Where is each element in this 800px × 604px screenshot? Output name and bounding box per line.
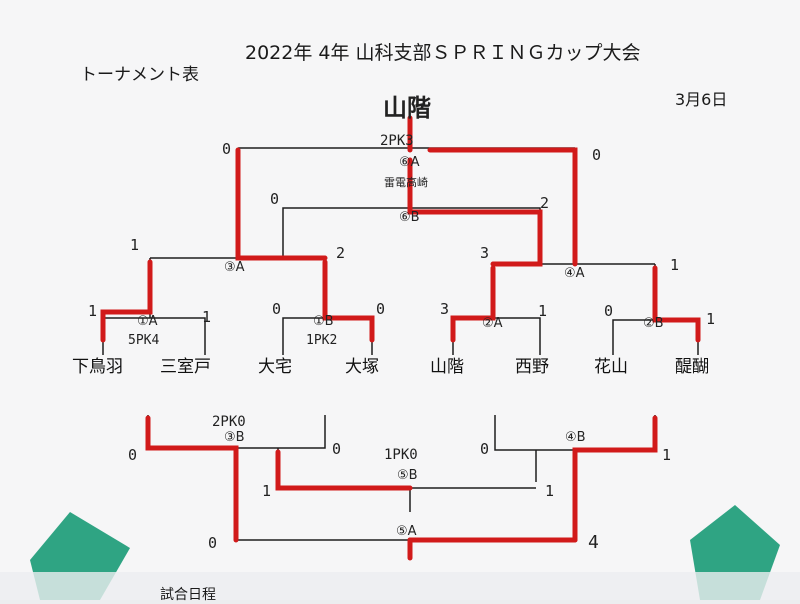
match-label-6b: ⑥B <box>399 210 420 225</box>
score-3b-right: 0 <box>332 440 342 458</box>
sheet-date: 3月6日 <box>675 90 728 109</box>
match-label-5a: ⑤A <box>396 524 417 539</box>
score-1a-left: 1 <box>88 302 98 320</box>
score-5a-right: 4 <box>588 532 599 553</box>
note-6a: 雷電高崎 <box>384 176 428 189</box>
team-7: 花山 <box>594 357 628 377</box>
pk-1a: 5PK4 <box>128 333 160 348</box>
paper-edge <box>0 572 800 600</box>
score-4b-right: 1 <box>662 446 672 464</box>
match-label-1a: ①A <box>137 314 158 329</box>
match-label-1b: ①B <box>313 314 334 329</box>
score-6a-right: 0 <box>592 146 602 164</box>
match-label-3a: ③A <box>224 260 245 275</box>
score-6b-left: 0 <box>270 190 280 208</box>
score-3a-left: 1 <box>130 236 140 254</box>
score-6b-right: 2 <box>540 194 550 212</box>
score-3b-left: 0 <box>128 446 138 464</box>
team-3: 大宅 <box>258 357 292 377</box>
pk-6a: 2PK3 <box>380 133 414 149</box>
team-6: 西野 <box>515 357 549 377</box>
match-label-6a: ⑥A <box>399 155 420 170</box>
lower-winner-marks <box>145 415 658 561</box>
match-label-3b: ③B <box>224 430 245 445</box>
match-label-4b: ④B <box>565 430 586 445</box>
score-1b-right: 0 <box>376 300 386 318</box>
team-4: 大塚 <box>345 357 379 377</box>
match-label-2b: ②B <box>643 316 664 331</box>
champion-label: 山階 <box>383 94 431 122</box>
team-2: 三室戸 <box>160 357 211 377</box>
score-6a-left: 0 <box>222 140 232 158</box>
score-3a-right: 2 <box>336 244 346 262</box>
score-5b-left: 1 <box>262 482 272 500</box>
score-4b-left: 0 <box>480 440 490 458</box>
upper-winner-marks <box>100 115 701 343</box>
team-5: 山階 <box>430 357 464 377</box>
pk-5b: 1PK0 <box>384 447 418 463</box>
score-4a-left: 3 <box>480 244 490 262</box>
match-label-4a: ④A <box>564 266 585 281</box>
sheet-title: 2022年 4年 山科支部ＳＰＲＩＮＧカップ大会 <box>245 42 641 64</box>
team-1: 下鳥羽 <box>72 357 123 377</box>
score-2b-left: 0 <box>604 302 614 320</box>
pk-1b: 1PK2 <box>306 333 338 348</box>
sheet-heading: トーナメント表 <box>80 65 199 85</box>
score-1a-right: 1 <box>202 308 212 326</box>
score-2a-right: 1 <box>538 302 548 320</box>
score-2b-right: 1 <box>706 310 716 328</box>
score-5b-right: 1 <box>545 482 555 500</box>
match-label-2a: ②A <box>482 316 503 331</box>
score-5a-left: 0 <box>208 534 218 552</box>
pk-3b: 2PK0 <box>212 414 246 430</box>
team-8: 醍醐 <box>675 357 709 377</box>
match-label-5b: ⑤B <box>397 468 418 483</box>
score-1b-left: 0 <box>272 300 282 318</box>
footer-text: 試合日程 <box>160 587 216 603</box>
score-4a-right: 1 <box>670 256 680 274</box>
score-2a-left: 3 <box>440 300 450 318</box>
